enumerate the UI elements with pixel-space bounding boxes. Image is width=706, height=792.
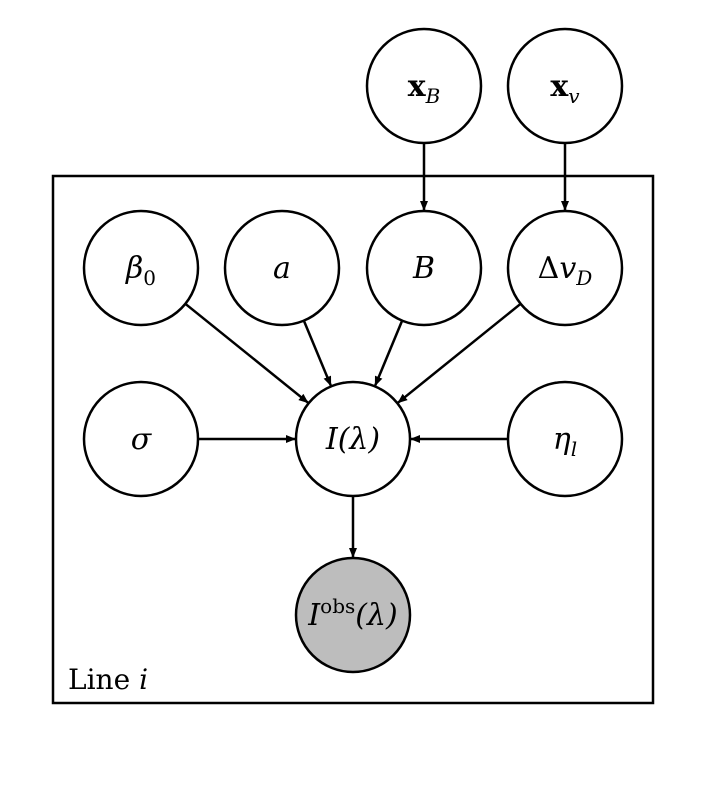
node-label-Iobs: Iobs(λ)	[307, 594, 397, 633]
node-label-base: x	[550, 69, 569, 104]
node-label-prefix: Δ	[538, 251, 560, 286]
node-circle-xB	[365, 27, 483, 145]
node-label-base: x	[408, 69, 427, 104]
node-circle-beta0	[82, 209, 200, 327]
node-label-xv: xv	[550, 69, 580, 108]
node-label-base: I(λ)	[325, 422, 380, 457]
node-Iobs: Iobs(λ)	[294, 556, 412, 674]
node-I: I(λ)	[294, 380, 412, 498]
node-label-subscript: l	[571, 437, 577, 461]
node-circle-I	[294, 380, 412, 498]
plate-line-i	[51, 174, 655, 705]
node-label-subscript: 0	[143, 266, 156, 290]
node-label-sigma: σ	[131, 422, 153, 457]
node-circle-eta	[506, 380, 624, 498]
edge-a-to-I	[302, 320, 332, 387]
node-eta: ηl	[506, 380, 624, 498]
edges-layer	[184, 143, 569, 558]
node-label-subscript: v	[568, 84, 580, 108]
edge-B-to-I	[374, 320, 404, 387]
node-label-xB: xB	[408, 69, 441, 108]
node-label-superscript: obs	[320, 594, 355, 618]
node-label-eta: ηl	[553, 422, 577, 461]
node-circle-sigma	[82, 380, 200, 498]
node-circle-B	[365, 209, 483, 327]
node-label-base: β	[125, 251, 143, 286]
node-circle-Iobs	[294, 556, 412, 674]
node-label-suffix: (λ)	[355, 598, 397, 633]
node-beta0: β0	[82, 209, 200, 327]
node-circle-dvD	[506, 209, 624, 327]
node-label-base: σ	[131, 422, 153, 457]
node-dvD: ΔvD	[506, 209, 624, 327]
node-label-a: a	[273, 251, 291, 286]
node-label-subscript: B	[425, 84, 441, 108]
node-xv: xv	[506, 27, 624, 145]
edge-beta0-to-I	[184, 302, 309, 404]
plate-label-text: Line	[68, 663, 139, 696]
node-label-beta0: β0	[125, 251, 156, 290]
node-label-base: v	[559, 251, 576, 286]
plate-label: Line i	[68, 663, 148, 696]
node-label-base: a	[273, 251, 291, 286]
node-label-base: I	[307, 598, 321, 633]
node-label-subscript: D	[575, 266, 592, 290]
node-label-B: B	[412, 251, 435, 286]
node-label-base: η	[553, 422, 571, 457]
node-label-base: B	[412, 251, 435, 286]
node-a: a	[223, 209, 341, 327]
node-label-dvD: ΔvD	[538, 251, 593, 290]
node-circle-a	[223, 209, 341, 327]
node-B: B	[365, 209, 483, 327]
edge-dvD-to-I	[397, 302, 522, 404]
plate-label-var: i	[139, 663, 148, 696]
node-label-I: I(λ)	[325, 422, 380, 457]
node-sigma: σ	[82, 380, 200, 498]
node-circle-xv	[506, 27, 624, 145]
node-xB: xB	[365, 27, 483, 145]
